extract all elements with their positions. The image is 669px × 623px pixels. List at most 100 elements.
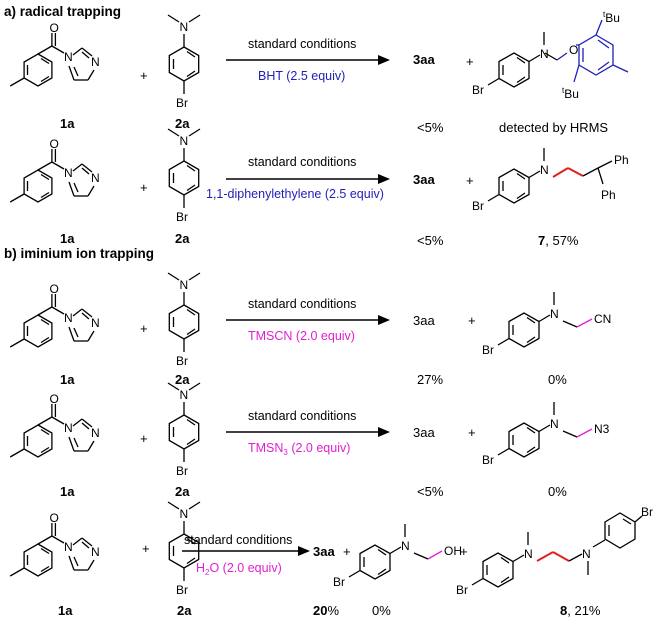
yield-3aa: <5% <box>417 233 444 248</box>
reagent-tmscn: TMSCN (2.0 equiv) <box>248 329 355 343</box>
structure-1a <box>9 510 101 577</box>
arrow-head <box>378 174 390 184</box>
plus-sign: + <box>466 173 474 188</box>
structure-2a <box>167 128 201 225</box>
svg-text:8, 21%: 8, 21% <box>560 603 601 618</box>
row-1: + 1a 2a standard conditions BHT (2.5 equ… <box>9 10 629 135</box>
label-3aa: 3aa <box>313 544 335 559</box>
phenyl-label: Ph <box>601 188 616 202</box>
azide-label: N3 <box>594 422 610 436</box>
plus-sign: + <box>140 431 148 446</box>
structure-product-8: N Br <box>536 505 653 575</box>
svg-text:tBu: tBu <box>603 10 620 25</box>
plus-sign: + <box>468 425 476 440</box>
label-3aa: 3aa <box>413 52 435 67</box>
row-2: + 1a 2a standard conditions 1,1-diphenyl… <box>9 128 629 248</box>
condition-standard: standard conditions <box>248 155 356 169</box>
reagent-bht: BHT (2.5 equiv) <box>258 69 345 83</box>
tbu-text: Bu <box>564 87 579 101</box>
condition-standard: standard conditions <box>248 297 356 311</box>
tbu-text: Bu <box>605 11 620 25</box>
structure-aryl-amine <box>481 401 560 468</box>
svg-text:H2O (2.0 equiv): H2O (2.0 equiv) <box>196 561 282 577</box>
condition-standard: standard conditions <box>248 409 356 423</box>
label-2a: 2a <box>175 372 190 387</box>
structure-bht-adduct: O tBu tBu <box>544 10 629 101</box>
plus-sign: + <box>468 313 476 328</box>
tbu-superscript: t <box>562 86 565 95</box>
reagent-amount: O (2.0 equiv) <box>209 561 281 575</box>
yield-3aa: 27% <box>417 372 443 387</box>
structure-1a <box>9 20 101 87</box>
yield-7: , 57% <box>545 233 579 248</box>
reagent-subscript: 2 <box>205 568 210 577</box>
reagent-tmsn3: TMSN <box>248 441 283 455</box>
ether-oxygen: O <box>569 43 578 57</box>
label-1a: 1a <box>60 372 75 387</box>
label-2a: 2a <box>177 603 192 618</box>
label-1a: 1a <box>60 484 75 499</box>
product-note: detected by HRMS <box>499 120 608 135</box>
yield-3aa: <5% <box>417 120 444 135</box>
plus-sign: + <box>343 544 351 559</box>
structure-aryl-amine <box>481 291 560 358</box>
phenyl-label: Ph <box>614 153 629 167</box>
structure-2a <box>167 382 201 479</box>
label-7: 7 <box>538 233 545 248</box>
structure-1a <box>9 136 101 203</box>
label-1a: 1a <box>60 116 75 131</box>
svg-text:tBu: tBu <box>562 86 579 101</box>
section-a-title: a) radical trapping <box>4 4 121 19</box>
yield-3aa: <5% <box>417 484 444 499</box>
label-3aa: 3aa <box>413 313 435 328</box>
svg-text:TMSN3 (2.0 equiv): TMSN3 (2.0 equiv) <box>248 441 350 457</box>
structure-2a <box>167 272 201 369</box>
plus-sign: + <box>142 541 150 556</box>
aryl-bromine: Br <box>641 505 653 519</box>
label-1a: 1a <box>60 231 75 246</box>
structure-azidomethyl: N3 <box>562 422 610 438</box>
yield-product: 0% <box>548 484 567 499</box>
row-3: + 1a 2a standard conditions TMSCN (2.0 e… <box>9 272 611 387</box>
label-2a: 2a <box>175 116 190 131</box>
structure-aryl-amine <box>471 147 550 214</box>
plus-sign: + <box>140 68 148 83</box>
amine-n: N <box>582 547 591 561</box>
label-3aa: 3aa <box>413 172 435 187</box>
plus-sign: + <box>460 544 468 559</box>
yield-product: 0% <box>548 372 567 387</box>
structure-1a <box>9 391 101 458</box>
structure-2a <box>167 501 201 598</box>
plus-sign: + <box>140 321 148 336</box>
structure-aryl-amine <box>455 531 534 598</box>
section-b-title: b) iminium ion trapping <box>4 246 154 261</box>
svg-text:7, 57%: 7, 57% <box>538 233 579 248</box>
structure-product-7: Ph Ph <box>552 153 629 202</box>
hydroxyl-label: OH <box>444 544 462 558</box>
label-8: 8 <box>560 603 567 618</box>
arrow-head <box>378 55 390 65</box>
structure-hydroxymethyl: OH <box>413 544 462 560</box>
yield-3aa-unit: % <box>327 603 339 618</box>
label-3aa: 3aa <box>413 425 435 440</box>
yield-product: 0% <box>372 603 391 618</box>
reagent-amount: (2.0 equiv) <box>288 441 351 455</box>
structure-2a <box>167 14 201 111</box>
svg-text:20%: 20% <box>313 603 339 618</box>
reagent-diphenylethylene: 1,1-diphenylethylene (2.5 equiv) <box>206 187 384 201</box>
arrow-head <box>378 315 390 325</box>
structure-aryl-amine <box>471 31 550 98</box>
nitrile-label: CN <box>594 312 611 326</box>
condition-standard: standard conditions <box>184 533 292 547</box>
row-4: + 1a 2a standard conditions TMSN3 (2.0 e… <box>9 382 610 499</box>
row-5: + 1a 2a standard conditions H2O (2.0 equ… <box>9 501 653 618</box>
structure-1a <box>9 281 101 348</box>
condition-standard: standard conditions <box>248 37 356 51</box>
tbu-superscript: t <box>603 10 606 19</box>
reagent-subscript: 3 <box>283 448 288 457</box>
reagent-water: H <box>196 561 205 575</box>
arrow-head <box>378 427 390 437</box>
arrow-head <box>298 546 310 556</box>
